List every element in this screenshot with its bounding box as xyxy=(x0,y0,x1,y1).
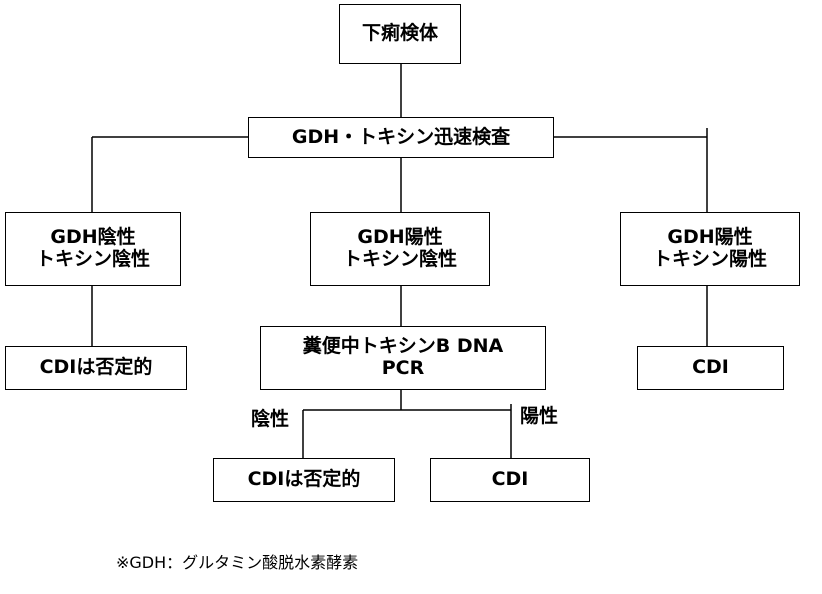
stool-sample-box: 下痢検体 xyxy=(339,4,461,64)
branch-label-negative: 陰性 xyxy=(251,408,290,430)
cdi-negative-left-box: CDIは否定的 xyxy=(5,346,187,390)
pcr-test-box: 糞便中トキシンB DNA PCR xyxy=(260,326,546,390)
gdh-positive-toxin-negative-box: GDH陽性 トキシン陰性 xyxy=(310,212,490,286)
gdh-negative-toxin-negative-box: GDH陰性 トキシン陰性 xyxy=(5,212,181,286)
gdh-positive-toxin-positive-box: GDH陽性 トキシン陽性 xyxy=(620,212,800,286)
footnote: ※GDH：グルタミン酸脱水素酵素 xyxy=(116,553,359,572)
rapid-test-box: GDH・トキシン迅速検査 xyxy=(248,117,554,158)
branch-label-positive: 陽性 xyxy=(520,405,559,427)
cdi-negative-bottom-box: CDIは否定的 xyxy=(213,458,395,502)
cdi-right-box: CDI xyxy=(637,346,784,390)
cdi-bottom-box: CDI xyxy=(430,458,590,502)
